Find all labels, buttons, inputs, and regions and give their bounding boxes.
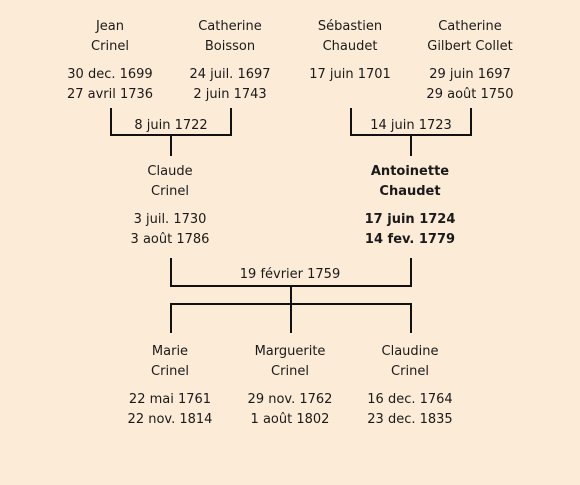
person-last-name: Crinel: [91, 39, 129, 54]
person-last-name: Crinel: [151, 364, 189, 379]
connector-line: [470, 108, 472, 136]
connector-line: [350, 108, 352, 136]
person-first-name: Marguerite: [254, 344, 326, 359]
person-antoinette-chaudet: Antoinette Chaudet 17 juin 1724 14 fev. …: [335, 162, 485, 250]
connector-line: [410, 258, 412, 287]
person-first-name: Catherine: [438, 19, 502, 34]
person-death-date: 1 août 1802: [250, 412, 330, 427]
person-first-name: Catherine: [198, 19, 262, 34]
connector-line: [290, 287, 292, 305]
person-death-date: 22 nov. 1814: [127, 412, 213, 427]
person-last-name: Crinel: [391, 364, 429, 379]
person-jean-crinel: Jean Crinel 30 dec. 1699 27 avril 1736: [35, 17, 185, 105]
person-birth-date: 16 dec. 1764: [367, 392, 453, 407]
connector-line: [170, 136, 172, 156]
person-catherine-gilbert-collet: Catherine Gilbert Collet 29 juin 1697 29…: [395, 17, 545, 105]
connector-line: [170, 258, 172, 287]
person-claude-crinel: Claude Crinel 3 juil. 1730 3 août 1786: [95, 162, 245, 250]
person-marguerite-crinel: Marguerite Crinel 29 nov. 1762 1 août 18…: [215, 342, 365, 430]
person-last-name: Crinel: [151, 184, 189, 199]
person-first-name: Sébastien: [317, 19, 383, 34]
person-marie-crinel: Marie Crinel 22 mai 1761 22 nov. 1814: [95, 342, 245, 430]
person-death-date: 3 août 1786: [130, 232, 210, 247]
person-last-name: Chaudet: [322, 39, 378, 54]
connector-line: [170, 303, 412, 305]
person-birth-date: 17 juin 1724: [364, 212, 456, 227]
person-first-name: Claudine: [381, 344, 439, 359]
connector-line: [110, 108, 112, 136]
connector-line: [410, 305, 412, 333]
person-death-date: 2 juin 1743: [193, 87, 267, 102]
person-catherine-boisson: Catherine Boisson 24 juil. 1697 2 juin 1…: [155, 17, 305, 105]
marriage-date-parents: 19 février 1759: [239, 267, 341, 282]
person-first-name: Antoinette: [370, 164, 450, 179]
connector-line: [290, 305, 292, 333]
person-last-name: Crinel: [271, 364, 309, 379]
person-first-name: Marie: [151, 344, 189, 359]
person-last-name: Chaudet: [379, 184, 441, 199]
person-first-name: Jean: [95, 19, 125, 34]
person-last-name: Boisson: [204, 39, 256, 54]
person-birth-date: 17 juin 1701: [309, 67, 391, 82]
connector-line: [170, 305, 172, 333]
connector-line: [410, 136, 412, 156]
person-last-name: Gilbert Collet: [427, 39, 513, 54]
person-first-name: Claude: [147, 164, 193, 179]
person-claudine-crinel: Claudine Crinel 16 dec. 1764 23 dec. 183…: [335, 342, 485, 430]
person-birth-date: 29 juin 1697: [429, 67, 511, 82]
marriage-date-right: 14 juin 1723: [370, 118, 452, 133]
person-birth-date: 30 dec. 1699: [67, 67, 153, 82]
person-birth-date: 3 juil. 1730: [133, 212, 207, 227]
person-death-date: 29 août 1750: [426, 87, 514, 102]
person-birth-date: 29 nov. 1762: [247, 392, 333, 407]
connector-line: [170, 285, 412, 287]
person-birth-date: 24 juil. 1697: [189, 67, 271, 82]
person-birth-date: 22 mai 1761: [128, 392, 212, 407]
person-death-date: 14 fev. 1779: [364, 232, 456, 247]
person-death-date: 23 dec. 1835: [367, 412, 453, 427]
person-sebastien-chaudet: Sébastien Chaudet 17 juin 1701: [275, 17, 425, 85]
connector-line: [110, 134, 232, 136]
connector-line: [230, 108, 232, 136]
marriage-date-left: 8 juin 1722: [134, 118, 208, 133]
connector-line: [350, 134, 472, 136]
person-death-date: 27 avril 1736: [66, 87, 154, 102]
